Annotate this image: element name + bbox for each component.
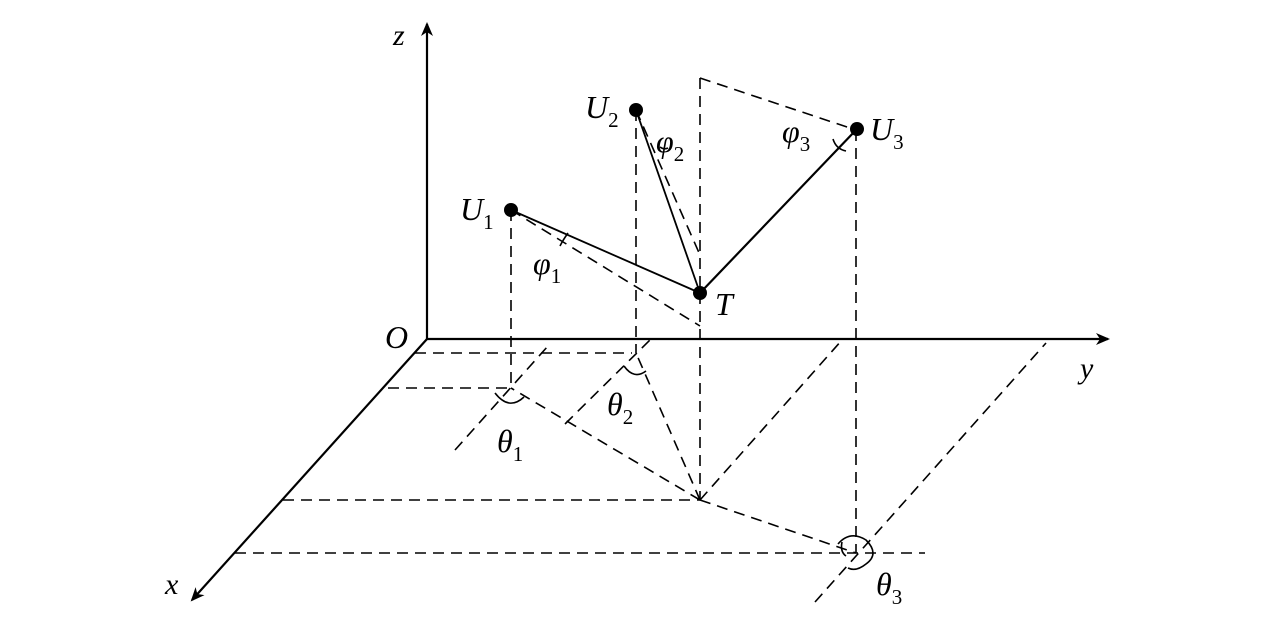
y-axis-label: y (1077, 352, 1094, 385)
x-axis (190, 338, 428, 602)
label-phi2: φ2 (656, 123, 684, 166)
point-t (693, 286, 707, 300)
angle-arcs (494, 138, 874, 571)
origin-label: O (385, 319, 408, 355)
point-u1 (504, 203, 518, 217)
point-u2 (629, 103, 643, 117)
z-axis-label: z (392, 19, 405, 52)
point-u3 (850, 122, 864, 136)
label-u1: U1 (460, 191, 494, 234)
label-theta3: θ3 (876, 566, 902, 609)
label-theta1: θ1 (497, 423, 523, 466)
label-u3: U3 (870, 111, 904, 154)
label-t: T (715, 286, 735, 322)
label-theta2: θ2 (607, 386, 633, 429)
projection-lines (510, 110, 857, 553)
x-axis-label: x (164, 568, 179, 601)
label-u2: U2 (585, 89, 619, 132)
elevation-helpers (510, 77, 857, 327)
label-phi3: φ3 (782, 113, 810, 156)
ground-rays (510, 352, 857, 554)
line-of-sight (510, 109, 857, 294)
ground-grid (235, 339, 1047, 603)
label-phi1: φ1 (533, 245, 561, 288)
